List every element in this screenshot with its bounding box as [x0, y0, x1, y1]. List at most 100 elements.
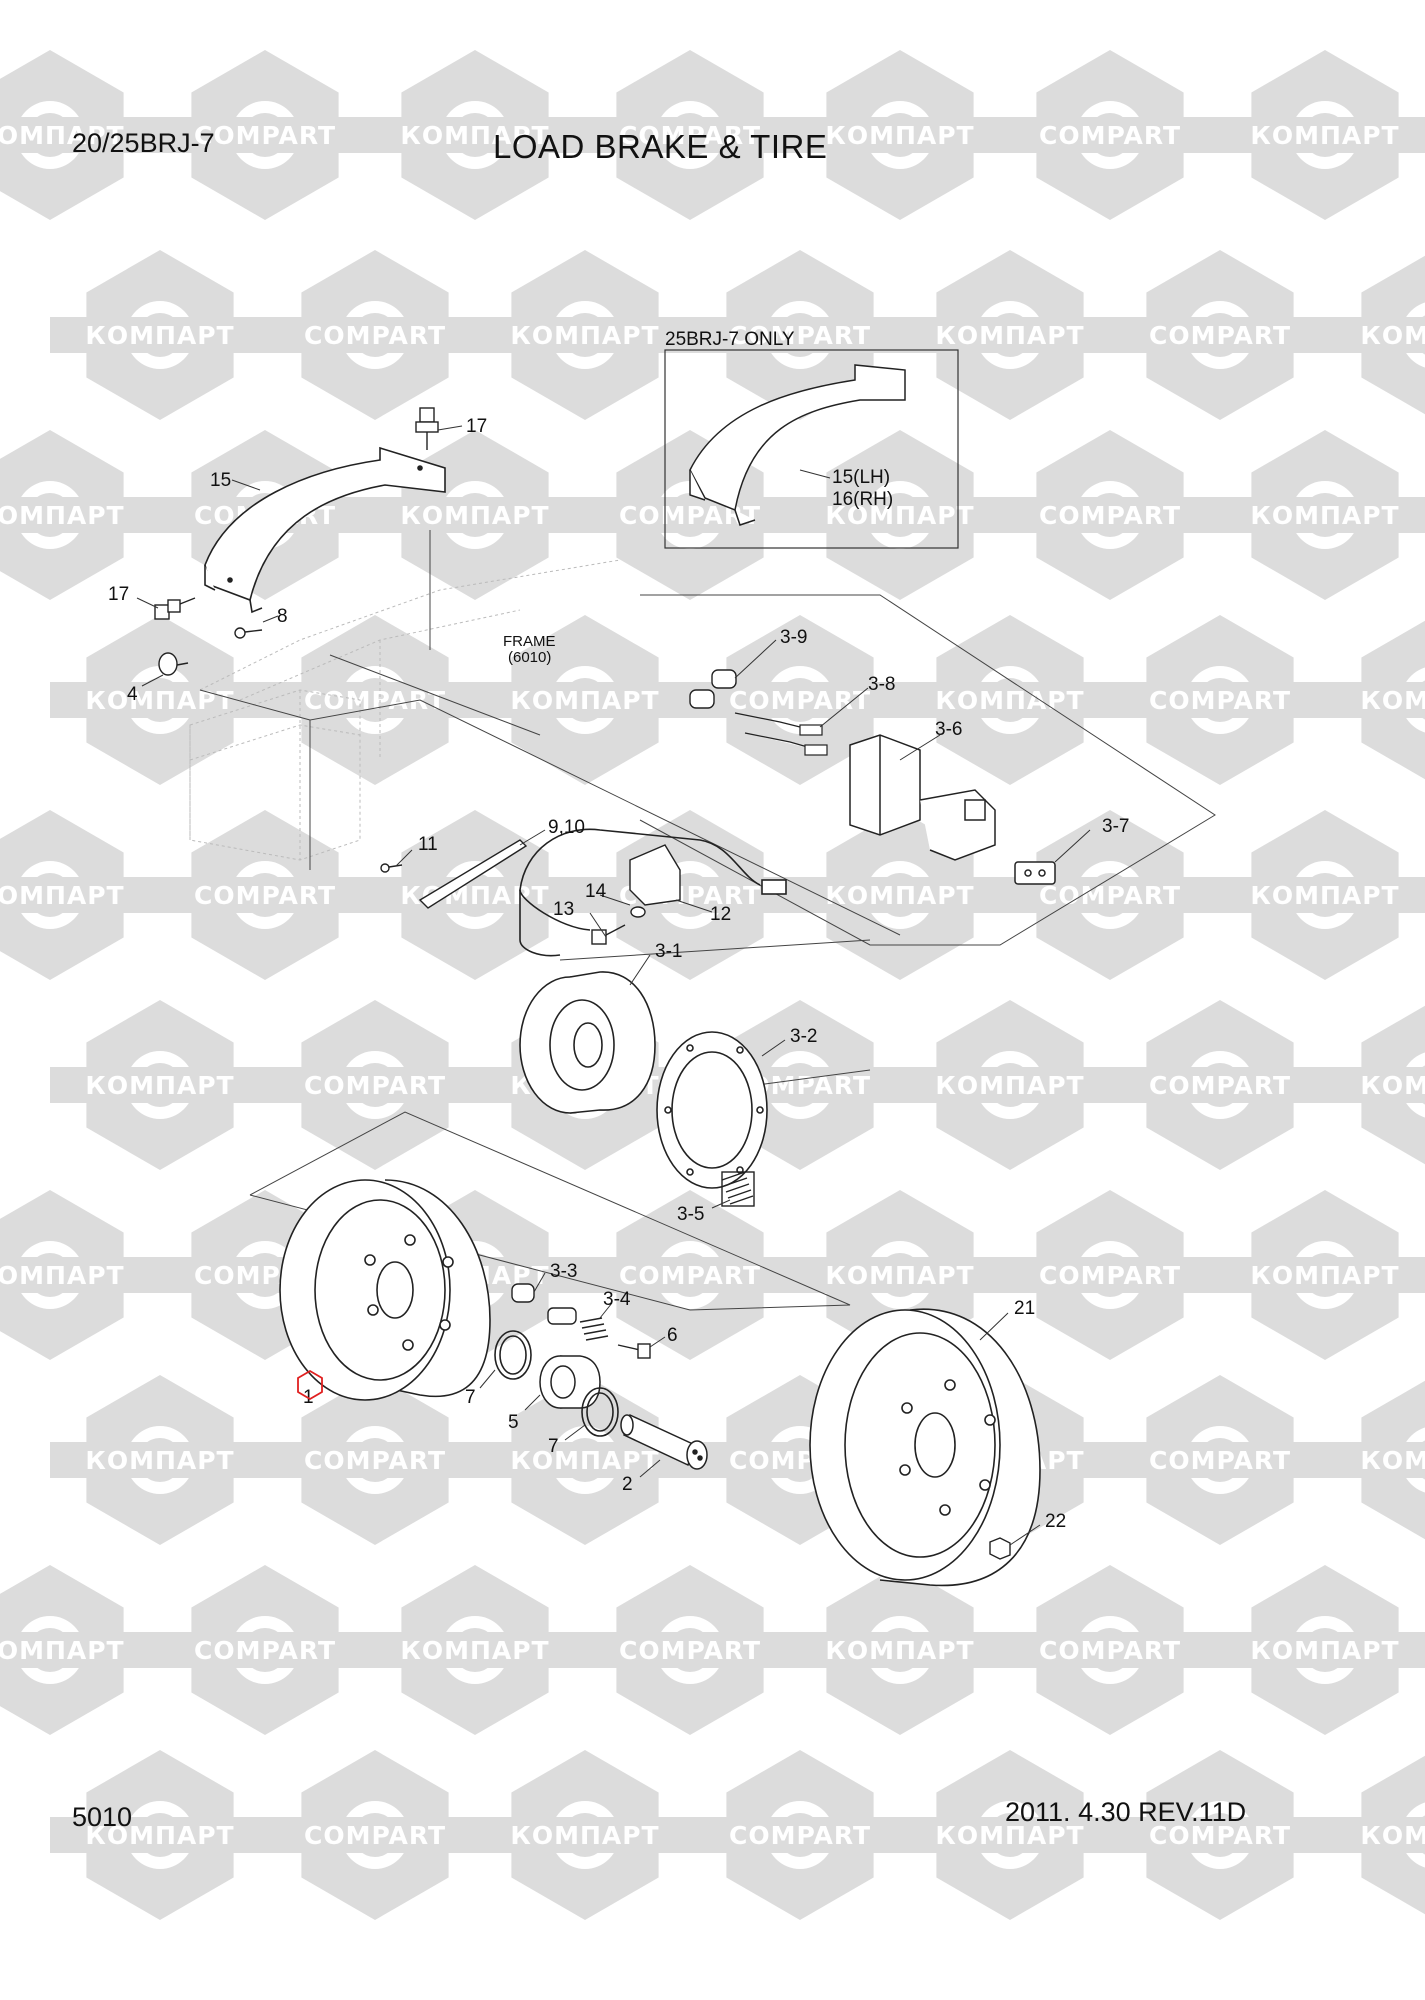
watermark-logo: COMPART	[265, 615, 485, 785]
page-title: LOAD BRAKE & TIRE	[493, 128, 828, 165]
watermark-text: КОМПАРТ	[400, 1636, 549, 1665]
watermark-logo: КОМПАРТ	[900, 1750, 1120, 1920]
cable-harness-part-9-10	[519, 828, 787, 957]
watermark-text: КОМПАРТ	[935, 321, 1084, 350]
callout-12: 12	[710, 904, 731, 925]
watermark-text: КОМПАРТ	[825, 501, 974, 530]
pin-part-8	[234, 627, 263, 639]
tire-part-1	[279, 1179, 491, 1401]
axle-part-2	[620, 1413, 708, 1470]
bearing-part-5	[539, 1355, 601, 1409]
inset-label-lh: 15(LH)	[832, 467, 890, 488]
brake-disc-part-3-2	[656, 1031, 768, 1189]
callout-3-9: 3-9	[780, 627, 807, 648]
callout-8: 8	[277, 606, 288, 627]
callout-22: 22	[1045, 1511, 1066, 1532]
watermark-logo: COMPART	[265, 1375, 485, 1545]
watermark-text: COMPART	[1149, 686, 1291, 715]
callout-2: 2	[622, 1474, 633, 1495]
callout-3-8: 3-8	[868, 674, 895, 695]
callout-leaders	[136, 425, 1091, 1546]
watermark-text: COMPART	[1039, 501, 1181, 530]
callout-15: 15	[210, 470, 231, 491]
watermark-text: КОМПАРТ	[0, 1636, 125, 1665]
watermark-logo: COMPART	[1110, 1375, 1330, 1545]
watermark-logo: COMPART	[1000, 1565, 1220, 1735]
watermark-text: КОМПАРТ	[0, 881, 125, 910]
callout-3-7: 3-7	[1102, 816, 1129, 837]
watermark-logo: COMPART	[580, 1565, 800, 1735]
housing-part-3-6	[849, 734, 996, 861]
watermark-text: КОМПАРТ	[400, 501, 549, 530]
watermark-logo: COMPART	[1000, 430, 1220, 600]
watermark-text: КОМПАРТ	[935, 1071, 1084, 1100]
watermark-logo: КОМПАРТ	[900, 250, 1120, 420]
watermark-logo: КОМПАРТ	[0, 810, 160, 980]
frame-label-line2: (6010)	[508, 649, 551, 666]
callout-3-2: 3-2	[790, 1026, 817, 1047]
watermark-logo: КОМПАРТ	[790, 1565, 1010, 1735]
watermark-logo: COMPART	[1110, 1000, 1330, 1170]
callout-4: 4	[127, 684, 138, 705]
watermark-text: КОМПАРТ	[510, 321, 659, 350]
watermark-text: КОМПАРТ	[85, 686, 234, 715]
nut-part-22	[989, 1537, 1011, 1560]
watermark-logo: КОМПАРТ	[475, 615, 695, 785]
watermark-logo: КОМПАРТ	[1325, 1755, 1425, 1915]
watermark-text: COMPART	[304, 1446, 446, 1475]
watermark-logo: КОМПАРТ	[1215, 1565, 1425, 1735]
watermark-logo: COMPART	[265, 1750, 485, 1920]
fender-part-15	[204, 446, 446, 614]
watermark-logo: COMPART	[265, 250, 485, 420]
watermark-text: КОМПАРТ	[1250, 1261, 1399, 1290]
snap-ring-part-7-upper	[494, 1330, 532, 1380]
inset-caption: 25BRJ-7 ONLY	[665, 329, 795, 350]
watermark-text: КОМПАРТ	[0, 121, 125, 150]
watermark-logo: КОМПАРТ	[475, 250, 695, 420]
spring-pin-part-3-4	[547, 1307, 609, 1341]
washer-part-14	[630, 906, 646, 918]
fender-rh-lh-inset	[689, 364, 906, 526]
watermark-text: КОМПАРТ	[935, 1821, 1084, 1850]
watermark-text: КОМПАРТ	[825, 121, 974, 150]
watermark-logo: КОМПАРТ	[475, 1750, 695, 1920]
callout-7-lower: 7	[548, 1436, 559, 1457]
watermark-text: КОМПАРТ	[510, 686, 659, 715]
watermark-text: КОМПАРТ	[510, 1821, 659, 1850]
watermark-logo: КОМПАРТ	[0, 430, 160, 600]
watermark-logo: КОМПАРТ	[1215, 810, 1425, 980]
watermark-logo: КОМПАРТ	[790, 50, 1010, 220]
watermark-text: КОМПАРТ	[510, 1446, 659, 1475]
watermark-text: КОМПАРТ	[1250, 1636, 1399, 1665]
watermark-text: COMPART	[194, 121, 336, 150]
watermark-text: КОМПАРТ	[1360, 686, 1425, 715]
callout-13: 13	[553, 899, 574, 920]
callout-17-top: 17	[466, 416, 487, 437]
watermark-logo: КОМПАРТ	[365, 810, 585, 980]
watermark-logo: КОМПАРТ	[1215, 1190, 1425, 1360]
watermark-logo: COMPART	[1110, 250, 1330, 420]
bolt-part-17-top	[415, 407, 439, 450]
watermark-logo: COMPART	[1000, 50, 1220, 220]
watermark-text: COMPART	[619, 1261, 761, 1290]
watermark-text: КОМПАРТ	[1360, 1071, 1425, 1100]
watermark-text: COMPART	[619, 121, 761, 150]
inset-box: 25BRJ-7 ONLY 15(LH) 16(RH)	[664, 329, 959, 549]
watermark-logo: COMPART	[1000, 810, 1220, 980]
connector-part-3-9	[689, 669, 737, 709]
watermark-logo: КОМПАРТ	[0, 1565, 160, 1735]
watermark-text: COMPART	[619, 1636, 761, 1665]
watermark-text: COMPART	[729, 1821, 871, 1850]
callout-21: 21	[1014, 1298, 1035, 1319]
frame-label-line1: FRAME	[503, 633, 556, 650]
model-code: 20/25BRJ-7	[72, 128, 215, 158]
watermark-text: COMPART	[1149, 1071, 1291, 1100]
watermark-text: COMPART	[304, 1071, 446, 1100]
callout-7-upper: 7	[465, 1387, 476, 1408]
watermark-logo: COMPART	[155, 50, 375, 220]
watermark-logo: КОМПАРТ	[1325, 1380, 1425, 1540]
callout-17-bottom: 17	[108, 584, 129, 605]
bumper-part-4	[158, 652, 189, 676]
